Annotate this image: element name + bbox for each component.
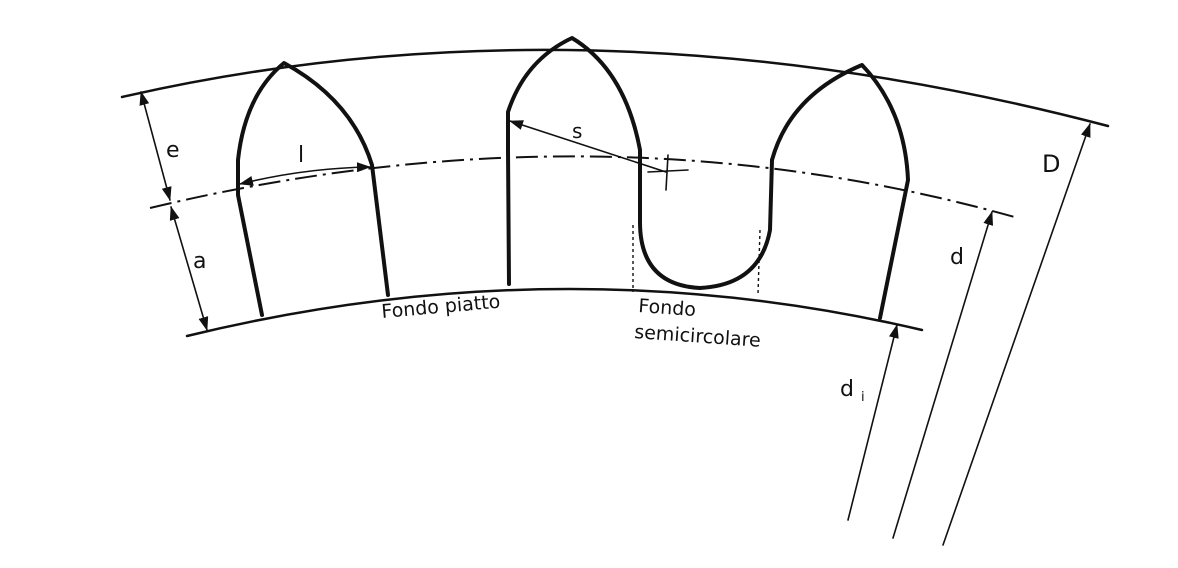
dimension-a-arrow [169, 206, 209, 331]
label-semicircular-bottom-line2: semicircolare [634, 321, 762, 352]
label-s: s [572, 119, 582, 143]
center-mark-h [647, 169, 689, 173]
inner-diameter-arc [185, 287, 924, 338]
label-semicircular-bottom-line1: Fondo [638, 295, 697, 321]
slot-left-outline [236, 61, 390, 317]
dimension-d1-arrow [847, 324, 899, 521]
semicircle-dotted-right [757, 229, 761, 295]
label-d: d [950, 245, 964, 270]
dimension-d-arrow [892, 211, 994, 539]
dimension-D-arrow [942, 123, 1091, 546]
label-d1: d i [840, 377, 865, 405]
label-l: l [298, 143, 304, 168]
pitch-circle-arc [149, 155, 1019, 219]
label-flat-bottom: Fondo piatto [381, 291, 502, 323]
label-a: a [193, 249, 206, 274]
label-e: e [166, 138, 180, 163]
label-d1-subscript: i [861, 390, 865, 405]
dimension-l-arrow [239, 162, 371, 186]
semicircular-bottom [638, 158, 774, 290]
dimension-s-arrow [509, 120, 667, 173]
dimension-e-arrow [139, 91, 172, 201]
center-mark-v [665, 154, 669, 191]
slot-middle-outline [506, 36, 642, 286]
label-D: D [1042, 150, 1060, 178]
slot-right-outline [770, 63, 910, 320]
label-d1-base: d [840, 377, 854, 402]
outer-diameter-arc [120, 48, 1110, 128]
